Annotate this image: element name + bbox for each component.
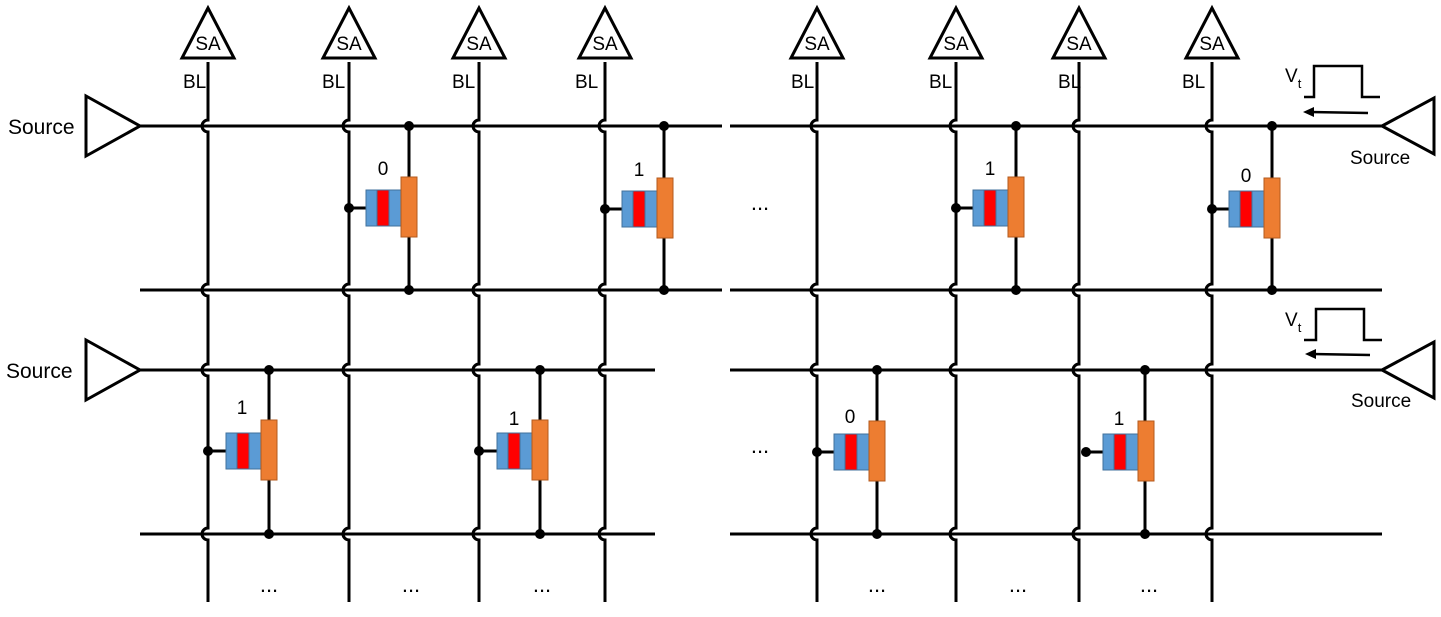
arrow-left-icon bbox=[1303, 107, 1314, 117]
source-driver: Source bbox=[1351, 339, 1436, 412]
fefet-cell: 0 bbox=[344, 121, 418, 295]
continuation-ellipses: ... ... ... ... ... ... ... ... bbox=[260, 190, 1158, 597]
bitline bbox=[1071, 62, 1081, 602]
fefet-cell: 1 bbox=[1081, 365, 1155, 539]
ellipsis: ... bbox=[402, 572, 420, 597]
sense-amplifier: SA BL bbox=[1050, 4, 1108, 93]
vt-pulse: Vt bbox=[1285, 307, 1382, 359]
sa-label: SA bbox=[466, 34, 492, 55]
source-driver: Source bbox=[8, 93, 144, 159]
sa-label: SA bbox=[195, 34, 221, 55]
ellipsis: ... bbox=[751, 433, 769, 458]
bitlines bbox=[200, 62, 1214, 602]
sense-amplifier: SA BL bbox=[575, 4, 634, 93]
sa-label: SA bbox=[1199, 34, 1225, 55]
fefet-cell: 0 bbox=[812, 365, 886, 539]
sense-amplifier: SA BL bbox=[788, 4, 846, 93]
bitline bbox=[948, 62, 958, 602]
bl-label: BL bbox=[1058, 72, 1081, 93]
fefet-cell: 0 bbox=[1207, 121, 1281, 295]
ellipsis: ... bbox=[868, 572, 886, 597]
sa-label: SA bbox=[592, 34, 618, 55]
cell-bit-value: 1 bbox=[634, 160, 645, 181]
ellipsis: ... bbox=[260, 572, 278, 597]
fefet-cell: 1 bbox=[951, 121, 1025, 295]
bitline bbox=[471, 62, 481, 602]
sense-amplifier: SA BL bbox=[179, 4, 237, 93]
cell-bit-value: 1 bbox=[237, 398, 248, 419]
source-label: Source bbox=[1350, 148, 1410, 169]
bl-label: BL bbox=[322, 72, 345, 93]
fefet-cell: 1 bbox=[600, 121, 674, 295]
sense-amplifiers: SA BL SA BL SA BL SA BL SA BL SA BL bbox=[179, 4, 1241, 93]
voltage-pulses: Vt Vt bbox=[1285, 64, 1382, 359]
ellipsis: ... bbox=[533, 572, 551, 597]
sense-amplifier: SA BL bbox=[927, 4, 985, 93]
sa-label: SA bbox=[804, 34, 830, 55]
bitline bbox=[341, 62, 351, 602]
fefet-cell: 1 bbox=[203, 365, 278, 539]
cells: 0 1 1 0 bbox=[203, 121, 1281, 539]
bitline bbox=[597, 62, 607, 602]
cell-bit-value: 1 bbox=[985, 159, 996, 180]
cell-bit-value: 1 bbox=[509, 409, 520, 430]
fefet-cell: 1 bbox=[474, 365, 549, 539]
horizontal-lines bbox=[140, 124, 1382, 536]
bl-label: BL bbox=[452, 72, 475, 93]
bl-label: BL bbox=[575, 72, 598, 93]
bl-label: BL bbox=[183, 72, 206, 93]
bitline bbox=[809, 62, 819, 602]
sa-label: SA bbox=[1066, 34, 1092, 55]
sense-amplifier: SA BL bbox=[320, 4, 378, 93]
sa-label: SA bbox=[336, 34, 362, 55]
pulse-label: Vt bbox=[1285, 66, 1302, 91]
sense-amplifier: SA BL bbox=[450, 4, 508, 93]
source-label: Source bbox=[1351, 391, 1411, 412]
bl-label: BL bbox=[791, 72, 814, 93]
bitline bbox=[1204, 62, 1214, 602]
pulse-label: Vt bbox=[1285, 310, 1302, 335]
source-label: Source bbox=[8, 116, 75, 139]
bl-label: BL bbox=[929, 72, 952, 93]
sa-label: SA bbox=[943, 34, 969, 55]
source-driver: Source bbox=[6, 337, 144, 403]
ellipsis: ... bbox=[1009, 572, 1027, 597]
source-driver: Source bbox=[1350, 95, 1436, 169]
cell-bit-value: 1 bbox=[1114, 409, 1125, 430]
ellipsis: ... bbox=[751, 190, 769, 215]
source-label: Source bbox=[6, 360, 73, 383]
vt-pulse: Vt bbox=[1285, 64, 1380, 117]
bitline bbox=[200, 62, 210, 602]
ellipsis: ... bbox=[1140, 572, 1158, 597]
cell-bit-value: 0 bbox=[845, 407, 856, 428]
bl-label: BL bbox=[1182, 72, 1205, 93]
cell-bit-value: 0 bbox=[1241, 166, 1252, 187]
source-drivers: Source Source Source Source bbox=[6, 93, 1436, 412]
sense-amplifier: SA BL bbox=[1182, 4, 1241, 93]
arrow-left-icon bbox=[1305, 349, 1316, 359]
cell-bit-value: 0 bbox=[378, 159, 389, 180]
